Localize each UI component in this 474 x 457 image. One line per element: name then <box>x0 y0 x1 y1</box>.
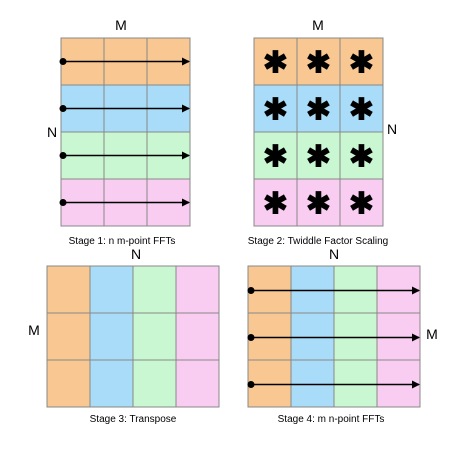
stage3-cell-r3-c2 <box>89 359 134 408</box>
stage4-cell-r2-c2 <box>290 312 335 361</box>
stage3-cell-r2-c4 <box>175 312 220 361</box>
stage2-twiddle-star-r1-c2: ✱ <box>306 47 331 80</box>
stage2-cell-r2-c3 <box>339 84 384 133</box>
stage3-cell-r1-c4 <box>175 265 220 314</box>
stage3-cell-r1-c3 <box>132 265 177 314</box>
stage4-cell-r1-c3 <box>333 265 378 314</box>
stage1-panel: M N Stage 1: n m-point FFTs <box>47 17 191 247</box>
stage2-top-label: M <box>312 17 324 33</box>
stage2-cell-r3-c1 <box>253 131 298 180</box>
stage2-twiddle-star-r2-c1: ✱ <box>263 94 288 127</box>
stage4-row-fft-arrow-2-dot <box>247 334 255 341</box>
stage2-side-label: N <box>387 121 397 137</box>
stage3-caption: Stage 3: Transpose <box>90 414 177 425</box>
stage4-caption: Stage 4: m n-point FFTs <box>278 414 385 425</box>
stage4-cell-r1-c4 <box>376 265 421 314</box>
stage4-cell-r3-c2 <box>290 359 335 408</box>
stage2-twiddle-star-r1-c1: ✱ <box>263 47 288 80</box>
stage2-twiddle-star-r3-c3: ✱ <box>349 141 374 174</box>
stage1-row-fft-arrow-2-dot <box>59 105 67 112</box>
stage3-side-label: M <box>28 322 40 338</box>
stage4-cell-r2-c4 <box>376 312 421 361</box>
stage2-cell-r1-c3 <box>339 37 384 86</box>
stage1-side-label: N <box>47 124 57 140</box>
stage3-cell-r3-c1 <box>46 359 91 408</box>
stage4-top-label: N <box>329 246 339 262</box>
stage4-cell-r3-c3 <box>333 359 378 408</box>
stage2-twiddle-star-r3-c1: ✱ <box>263 141 288 174</box>
stage3-cell-r1-c2 <box>89 265 134 314</box>
stage3-cell-r2-c3 <box>132 312 177 361</box>
stage2-caption: Stage 2: Twiddle Factor Scaling <box>248 236 388 247</box>
stage4-cell-r1-c1 <box>247 265 292 314</box>
stage3-top-label: N <box>131 246 141 262</box>
stage2-cell-r1-c2 <box>296 37 341 86</box>
stage4-row-fft-arrow-1-dot <box>247 287 255 294</box>
stage4-row-fft-arrow-3-dot <box>247 381 255 388</box>
stage2-cell-r3-c2 <box>296 131 341 180</box>
stage3-cell-r1-c1 <box>46 265 91 314</box>
stage1-top-label: M <box>115 17 127 33</box>
stage2-twiddle-star-r4-c2: ✱ <box>306 188 331 221</box>
stage4-grid <box>247 265 421 408</box>
stage3-cell-r3-c4 <box>175 359 220 408</box>
stage2-twiddle-star-r4-c1: ✱ <box>263 188 288 221</box>
stage2-twiddle-star-r4-c3: ✱ <box>349 188 374 221</box>
stage1-row-fft-arrow-1-dot <box>59 58 67 65</box>
stage1-grid <box>59 37 191 227</box>
stage2-twiddle-star-r3-c2: ✱ <box>306 141 331 174</box>
stage4-cell-r2-c3 <box>333 312 378 361</box>
stage2-cell-r4-c1 <box>253 178 298 227</box>
stage2-twiddle-star-r1-c3: ✱ <box>349 47 374 80</box>
stage2-grid: ✱ ✱ ✱ ✱ ✱ ✱ ✱ ✱ ✱ ✱ ✱ ✱ <box>253 37 384 227</box>
stage2-twiddle-star-r2-c3: ✱ <box>349 94 374 127</box>
stage1-caption: Stage 1: n m-point FFTs <box>69 236 176 247</box>
stage4-side-label: M <box>426 326 438 342</box>
stage4-panel: N M Stage 4: m n-point FFTs <box>247 246 438 425</box>
stage2-panel: M N ✱ ✱ ✱ ✱ ✱ ✱ ✱ ✱ ✱ ✱ ✱ ✱ Stage 2: Twiddle Factor… <box>248 17 397 247</box>
stage2-cell-r4-c3 <box>339 178 384 227</box>
stage1-row-fft-arrow-4-dot <box>59 199 67 206</box>
stage3-grid <box>46 265 220 408</box>
stage3-panel: N M Stage 3: Transpose <box>28 246 220 425</box>
stage4-cell-r1-c2 <box>290 265 335 314</box>
stage3-cell-r2-c2 <box>89 312 134 361</box>
stage2-twiddle-star-r2-c2: ✱ <box>306 94 331 127</box>
stage4-cell-r2-c1 <box>247 312 292 361</box>
stage4-cell-r3-c4 <box>376 359 421 408</box>
stage3-cell-r3-c3 <box>132 359 177 408</box>
stage3-cell-r2-c1 <box>46 312 91 361</box>
stage1-row-fft-arrow-3-dot <box>59 152 67 159</box>
stage4-cell-r3-c1 <box>247 359 292 408</box>
